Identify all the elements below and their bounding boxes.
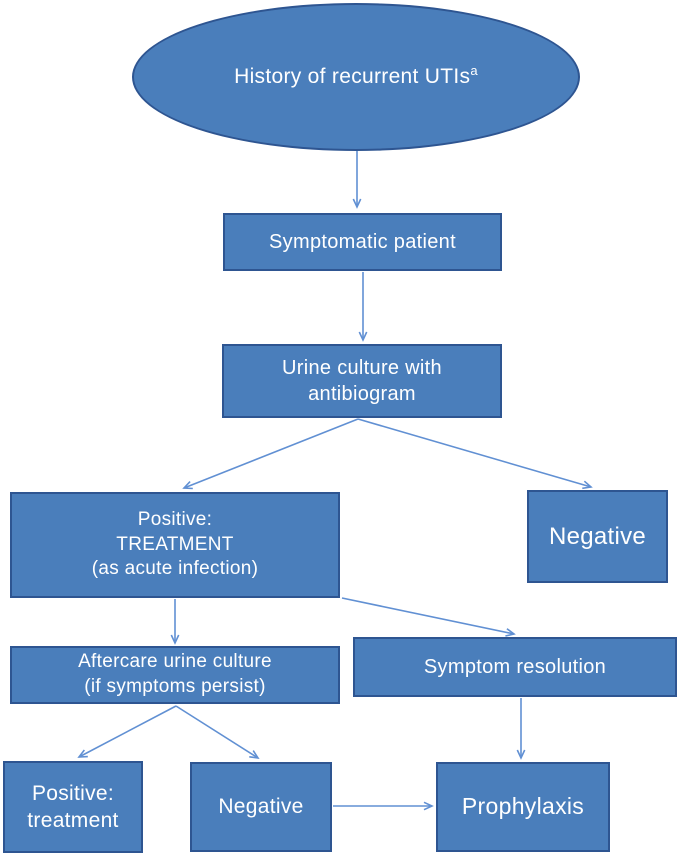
node-positive-treatment-acute: Positive: TREATMENT (as acute infection) — [10, 492, 340, 598]
node-positive-treatment-bottom: Positive: treatment — [3, 761, 143, 853]
node-history-label: History of recurrent UTIsa — [234, 63, 478, 89]
node-negative-bottom-label: Negative — [218, 795, 304, 819]
arrow-aftercare-to-negative-bottom — [175, 705, 260, 760]
node-positive-treatment-line1: Positive: — [137, 508, 213, 530]
arrow-urine-culture-to-negative — [357, 418, 593, 490]
node-positive-treatment-line2: TREATMENT — [116, 533, 234, 555]
node-symptomatic-label: Symptomatic patient — [269, 231, 456, 253]
node-prophylaxis-label: Prophylaxis — [461, 793, 585, 820]
arrow-aftercare-to-positive-treatment-bottom — [77, 705, 177, 758]
node-aftercare-line2: (if symptoms persist) — [84, 676, 266, 697]
footnote-marker: a — [470, 63, 478, 79]
node-positive-bottom-line2: treatment — [27, 809, 119, 832]
arrow-urine-culture-to-positive-treatment — [182, 418, 359, 490]
arrow-positive-treatment-to-symptom-resolution — [341, 597, 516, 637]
node-symptomatic-patient: Symptomatic patient — [223, 213, 502, 271]
node-symptom-resolution-label: Symptom resolution — [423, 656, 607, 678]
node-aftercare-line1: Aftercare urine culture — [78, 651, 272, 673]
node-negative-bottom: Negative — [190, 762, 332, 852]
node-positive-treatment-line3: (as acute infection) — [91, 558, 259, 580]
node-positive-bottom-line1: Positive: — [31, 781, 115, 805]
node-negative-upper-label: Negative — [548, 522, 647, 550]
node-urine-culture-label: Urine culture with antibiogram — [282, 357, 442, 405]
node-urine-culture-with-antibiogram: Urine culture with antibiogram — [222, 344, 502, 418]
node-history-of-recurrent-utis: History of recurrent UTIsa — [132, 3, 580, 151]
node-symptom-resolution: Symptom resolution — [353, 637, 677, 697]
node-aftercare-urine-culture: Aftercare urine culture (if symptoms per… — [10, 646, 340, 704]
node-negative-upper: Negative — [527, 490, 668, 583]
node-prophylaxis: Prophylaxis — [436, 762, 610, 852]
